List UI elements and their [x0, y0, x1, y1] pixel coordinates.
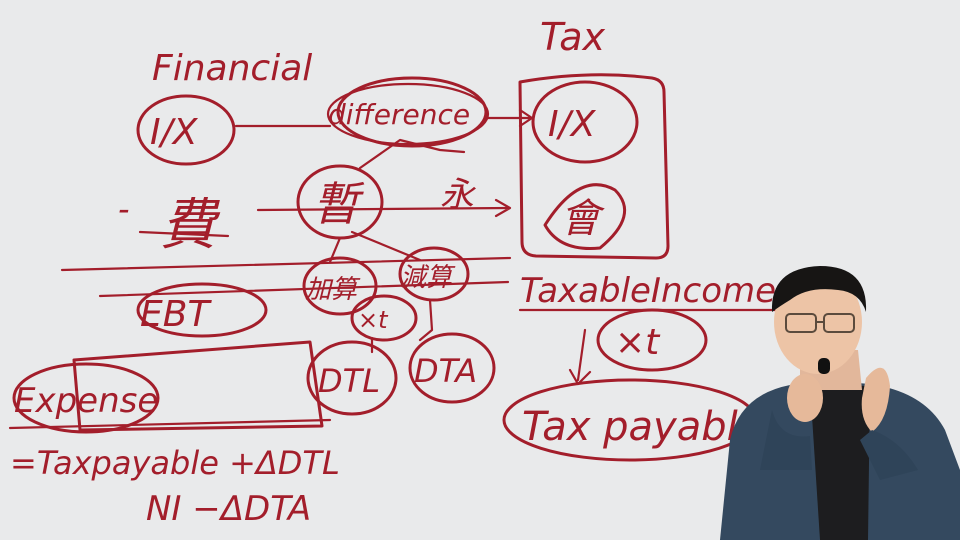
- taxable-income-label: TaxableIncome: [520, 271, 776, 311]
- tax-hanja-circle: [543, 183, 626, 251]
- dash-mark: -: [118, 190, 130, 228]
- hanja-underline: [138, 230, 230, 238]
- tax-box: [518, 73, 670, 260]
- ebt-circle: [136, 282, 268, 338]
- difference-label: difference: [328, 98, 470, 131]
- expense-label: Expense: [14, 381, 158, 421]
- difference-ellipse-stroke: [326, 82, 490, 146]
- expense-underline: [8, 418, 332, 430]
- expense-box: [72, 340, 324, 432]
- xt-label: ×t: [358, 306, 389, 334]
- expense-circle: [12, 362, 160, 434]
- ebt-label: EBT: [140, 294, 212, 335]
- xt-circle: [350, 294, 418, 342]
- arrow-center-to-tax: [256, 198, 512, 218]
- formula-line-2: NI −ΔDTA: [146, 489, 311, 529]
- tax-payable-label: Tax payable: [522, 404, 762, 450]
- financial-ix-label: I/X: [150, 112, 199, 153]
- tax-ix-circle: [531, 80, 639, 164]
- dtl-label: DTL: [318, 362, 380, 400]
- dtl-circle: [306, 340, 398, 416]
- tax-hanja-label: 會: [560, 196, 605, 242]
- temp-right-circle: [398, 246, 470, 302]
- temp-right-label: 減算: [400, 263, 456, 293]
- tax-xt-label: ×t: [615, 322, 661, 363]
- divider-line: [60, 256, 512, 272]
- tax-heading: Tax: [540, 15, 606, 59]
- arrow-hanja: 永: [440, 175, 476, 215]
- tax-xt-circle: [596, 308, 708, 372]
- tax-ix-label: I/X: [548, 104, 597, 145]
- financial-heading: Financial: [152, 48, 312, 89]
- financial-ix-circle: [136, 94, 236, 166]
- dta-circle: [408, 332, 496, 404]
- difference-ellipse: [336, 76, 488, 148]
- center-hanja: 暫: [313, 177, 365, 231]
- connector-line: [358, 138, 466, 170]
- down-arrow: [568, 328, 592, 386]
- arrow-to-tax: [484, 108, 534, 128]
- ebt-line: [98, 280, 510, 298]
- temp-left-label: 加算: [305, 275, 361, 305]
- dta-label: DTA: [414, 352, 477, 390]
- formula-line-1: =Taxpayable +ΔDTL: [10, 444, 340, 482]
- financial-hanja: 費: [160, 193, 221, 258]
